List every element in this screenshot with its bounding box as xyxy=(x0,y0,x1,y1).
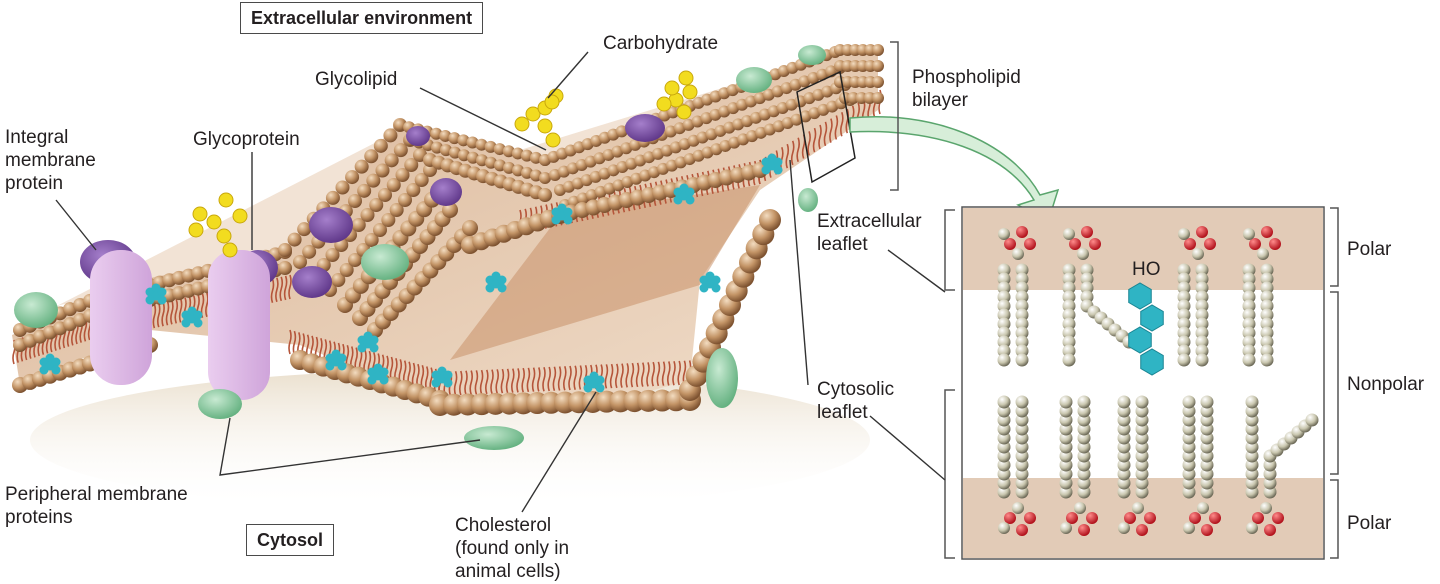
inset-bottom-lipid-4 xyxy=(1245,395,1319,536)
leader-cytosolic-leaflet xyxy=(869,415,946,481)
peripheral-protein-2 xyxy=(736,67,772,93)
glycolipid-head-2 xyxy=(430,178,462,206)
inset-cholesterol xyxy=(1128,282,1164,376)
leader-leaflet-divider xyxy=(789,159,809,386)
cytosol-label: Cytosol xyxy=(246,524,335,556)
ho-label: HO xyxy=(1132,259,1161,280)
nonpolar-label: Nonpolar xyxy=(1347,374,1425,395)
glycolipid-head-3 xyxy=(406,126,430,146)
cholesterol-1 xyxy=(145,283,167,305)
cytosolic-leaflet-label: Cytosolic leaflet xyxy=(817,379,895,423)
bilayer-inset xyxy=(961,206,1325,560)
inset-top-lipid-2 xyxy=(1177,226,1216,367)
polar-bottom-label: Polar xyxy=(1347,513,1392,534)
inset-bottom-lipid-0 xyxy=(997,395,1036,536)
peripheral-protein-5 xyxy=(464,426,524,450)
bracket-nonpolar xyxy=(1330,291,1339,475)
glycolipid-head-1 xyxy=(292,266,332,298)
cholesterol-7 xyxy=(485,271,507,293)
cholesterol-label: Cholesterol (found only in animal cells) xyxy=(455,515,570,582)
glycolipid-label: Glycolipid xyxy=(315,69,398,90)
inset-bottom-lipid-1 xyxy=(1059,395,1098,536)
polar-top-label: Polar xyxy=(1347,239,1392,260)
carbohydrate-label: Carbohydrate xyxy=(603,33,719,54)
leader-lines xyxy=(55,41,1339,559)
extracellular-leaflet-label: Extracellular leaflet xyxy=(817,211,922,255)
peripheral-protein-7 xyxy=(798,188,818,212)
carbohydrate-right xyxy=(656,70,698,120)
carbohydrate-glycoprotein xyxy=(188,192,248,258)
glycoprotein-label: Glycoprotein xyxy=(193,129,300,150)
cholesterol-3 xyxy=(325,349,347,371)
cholesterol-8 xyxy=(551,203,573,225)
cholesterol-11 xyxy=(699,271,721,293)
leader-extracellular-leaflet xyxy=(887,249,946,293)
bracket-cytosolic-leaflet xyxy=(944,389,955,559)
cholesterol-4 xyxy=(357,331,379,353)
tail-band-front-right xyxy=(438,359,702,397)
peripheral-protein-6 xyxy=(706,348,738,408)
peripheral-protein-3 xyxy=(798,45,826,65)
cholesterol-6 xyxy=(431,366,453,388)
leader-carbohydrate xyxy=(547,51,589,99)
cholesterol-9 xyxy=(583,371,605,393)
leader-cholesterol xyxy=(521,391,597,513)
cholesterol-10 xyxy=(673,183,695,205)
inset-bottom-lipid-2 xyxy=(1117,395,1156,536)
peripheral-protein-4 xyxy=(198,389,242,419)
bracket-extracellular-leaflet xyxy=(944,209,955,291)
bracket-polar-top xyxy=(1330,207,1339,287)
bracket-polar-bottom xyxy=(1330,479,1339,559)
inset-top-lipid-0 xyxy=(997,226,1036,367)
phospholipid-bilayer-label: Phospholipid bilayer xyxy=(912,67,1021,111)
membrane-cutaway xyxy=(450,185,760,360)
leader-glycolipid xyxy=(419,87,547,151)
cholesterol-0 xyxy=(39,353,61,375)
peripheral-membrane-proteins-label: Peripheral membrane proteins xyxy=(5,484,188,528)
cholesterol-2 xyxy=(181,306,203,328)
bracket-phospholipid xyxy=(890,41,899,191)
leader-integral xyxy=(55,199,97,251)
cholesterol-12 xyxy=(761,153,783,175)
glycolipid-head-0 xyxy=(309,207,353,243)
carbohydrate-glycolipid xyxy=(514,88,564,148)
zoom-arrow xyxy=(849,116,1060,224)
cholesterol-5 xyxy=(367,363,389,385)
extracellular-environment-label: Extracellular environment xyxy=(240,2,484,34)
inset-top-lipid-3 xyxy=(1242,226,1281,367)
peripheral-protein-0 xyxy=(14,292,58,328)
peripheral-protein-1 xyxy=(361,244,409,280)
glycolipid-head-4 xyxy=(625,114,665,142)
leader-peripheral xyxy=(219,417,481,476)
glycoprotein-body xyxy=(208,250,270,400)
integral-membrane-protein-label: Integral membrane protein xyxy=(5,127,96,194)
selection-box xyxy=(796,70,856,184)
inset-bottom-lipid-3 xyxy=(1182,395,1221,536)
integral-membrane-protein xyxy=(90,250,152,385)
